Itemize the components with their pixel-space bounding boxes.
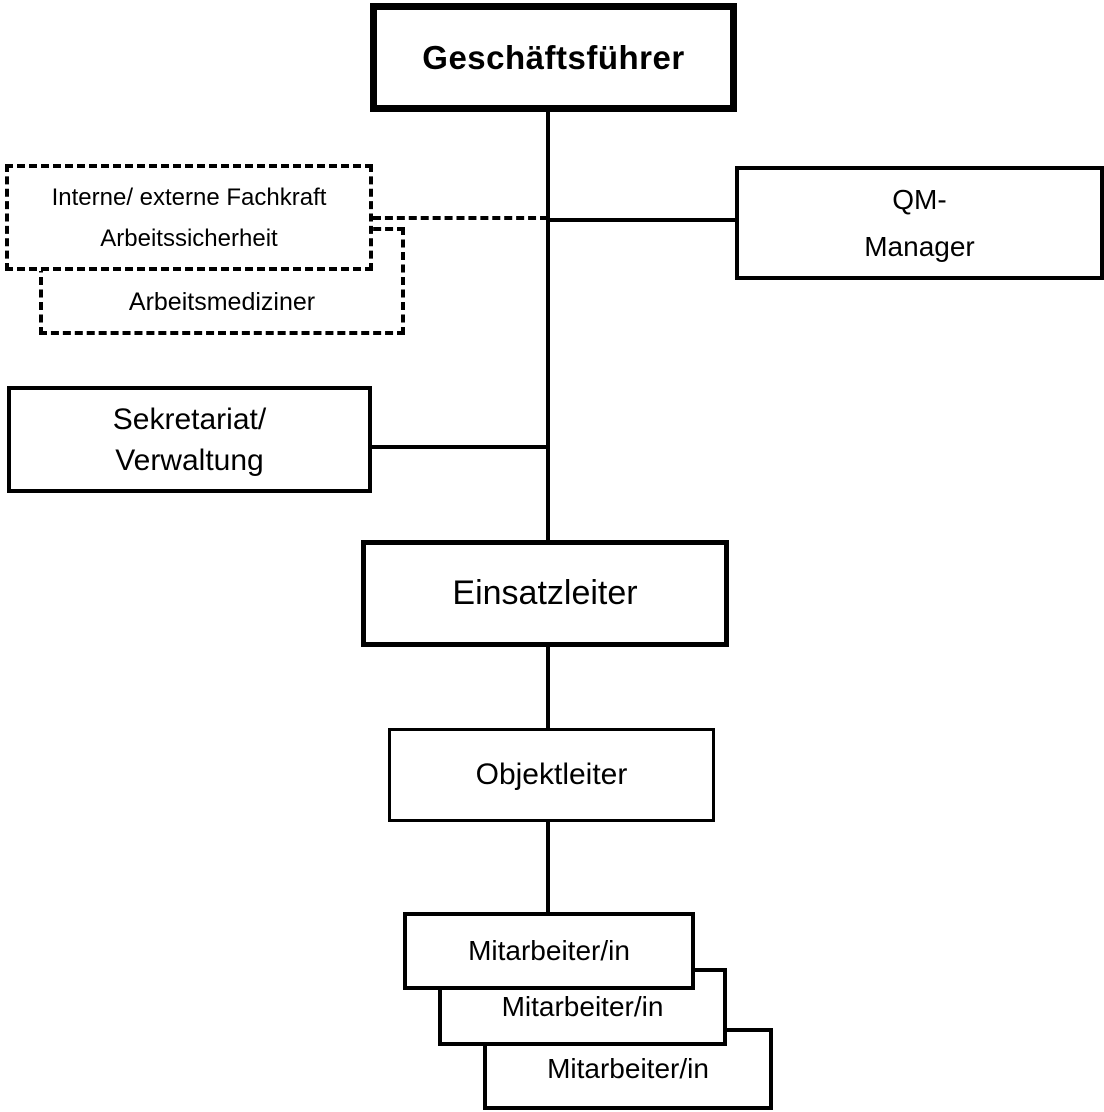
node-qm-manager: QM- Manager	[735, 166, 1104, 280]
connector-geschaeftsfuehrer-einsatzleiter	[546, 108, 550, 542]
node-objektleiter: Objektleiter	[388, 728, 715, 822]
node-mitarbeiter-2-label: Mitarbeiter/in	[501, 991, 664, 1022]
node-fachkraft-arbeitssicherheit: Interne/ externe Fachkraft Arbeitssicher…	[5, 164, 373, 271]
node-sekretariat-line1: Sekretariat/	[112, 402, 267, 436]
connector-einsatzleiter-objektleiter	[546, 645, 550, 730]
node-fachkraft-line2: Arbeitssicherheit	[100, 224, 278, 252]
node-objektleiter-label: Objektleiter	[475, 758, 628, 791]
connector-objektleiter-mitarbeiter	[546, 820, 550, 914]
node-fachkraft-line1: Interne/ externe Fachkraft	[51, 183, 327, 211]
node-einsatzleiter-label: Einsatzleiter	[452, 574, 638, 612]
node-sekretariat-verwaltung: Sekretariat/ Verwaltung	[7, 386, 372, 493]
connector-sekretariat	[370, 445, 550, 449]
node-geschaeftsfuehrer: Geschäftsführer	[370, 3, 737, 112]
connector-qm-manager	[548, 218, 737, 222]
node-geschaeftsfuehrer-label: Geschäftsführer	[422, 38, 685, 76]
node-einsatzleiter: Einsatzleiter	[361, 540, 729, 647]
connector-fachkraft-dashed	[373, 216, 548, 220]
node-arbeitsmediziner-label: Arbeitsmediziner	[128, 288, 316, 316]
node-mitarbeiter-1: Mitarbeiter/in	[403, 912, 695, 990]
node-mitarbeiter-1-label: Mitarbeiter/in	[468, 935, 630, 966]
node-sekretariat-line2: Verwaltung	[115, 443, 264, 477]
node-qm-manager-line2: Manager	[864, 231, 975, 262]
node-qm-manager-line1: QM-	[892, 184, 947, 215]
node-mitarbeiter-3-label: Mitarbeiter/in	[547, 1053, 709, 1084]
